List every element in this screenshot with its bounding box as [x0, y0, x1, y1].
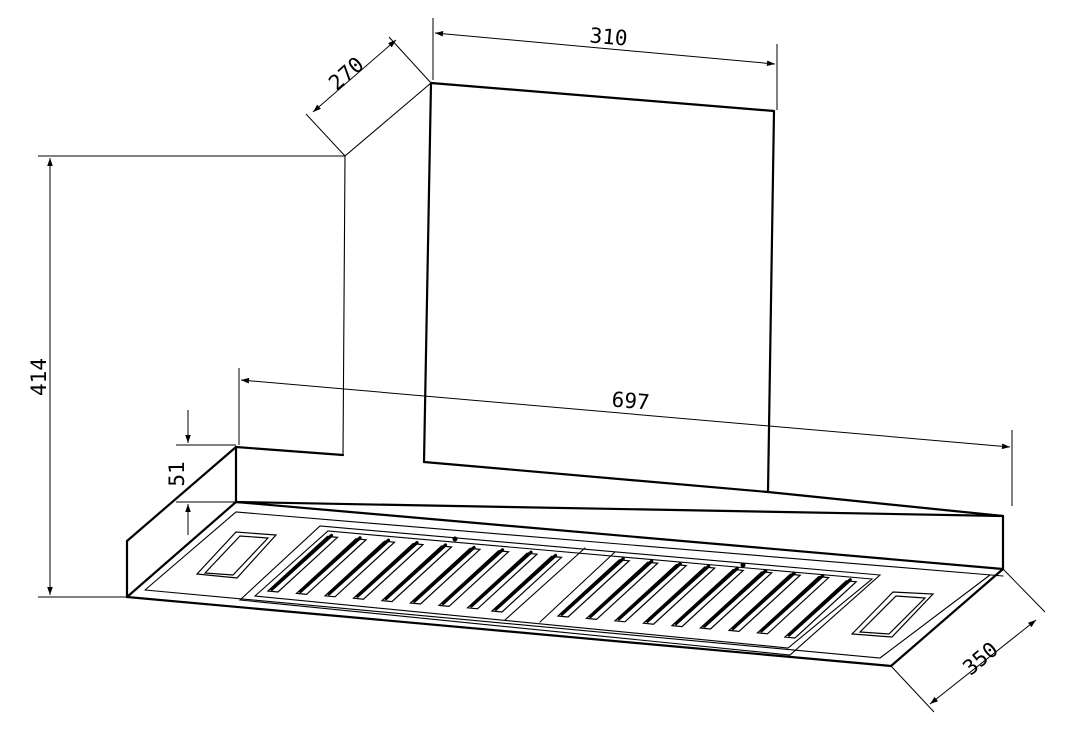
filter-slot-groove — [355, 541, 419, 598]
filter-slot — [699, 571, 774, 630]
chimney-front-panel — [422, 81, 776, 494]
light-left-inner — [203, 535, 270, 576]
extension-line — [305, 113, 346, 157]
filter-slot — [380, 545, 453, 603]
dimension-label-350: 350 — [958, 637, 1002, 680]
filter-slot-groove — [702, 569, 768, 628]
dimension-arrow — [434, 30, 776, 67]
canopy-front-face — [234, 445, 1005, 570]
dimension-label-270: 270 — [324, 52, 368, 95]
canopy-top-edge — [234, 445, 1005, 518]
filter-slot — [756, 576, 831, 635]
canopy-bottom-inner — [144, 511, 1004, 659]
filter-slot — [613, 564, 688, 623]
dimension-hood-width: 697 — [238, 368, 1013, 506]
filter-slot — [352, 542, 425, 600]
filter-slot — [783, 580, 858, 639]
dimension-label-51: 51 — [165, 461, 189, 486]
filter-slot-groove — [270, 533, 334, 591]
filter-slot — [466, 552, 539, 610]
dimension-label-414: 414 — [27, 358, 51, 396]
dimension-arrow — [312, 39, 397, 113]
filter-slot-groove — [412, 545, 476, 603]
filter-slot-groove — [787, 578, 852, 637]
filter-slot-groove — [759, 574, 825, 633]
canopy-front-bottom — [234, 500, 1005, 571]
filter-slot — [266, 535, 339, 593]
light-right — [850, 591, 935, 638]
filter-slot — [323, 540, 396, 598]
dimension-total-height: 414 — [27, 155, 345, 598]
extension-line — [890, 665, 935, 713]
filter-slot — [556, 559, 631, 618]
canopy-side-face — [125, 445, 238, 599]
light-left — [195, 531, 278, 579]
dimension-canopy-height: 51 — [165, 410, 236, 535]
light-right-inner — [858, 595, 927, 635]
filter-slot-groove — [494, 553, 558, 611]
filter-divider — [504, 547, 616, 623]
filter-frame-inner — [253, 530, 874, 649]
filter-slot-groove — [327, 538, 391, 596]
dimension-chimney-width: 310 — [432, 18, 778, 110]
filter-slot-groove — [731, 571, 796, 630]
dimension-chimney-depth: 270 — [305, 36, 432, 157]
chimney — [342, 81, 776, 494]
filter-slot-groove — [588, 559, 654, 618]
filter-slot-groove — [384, 543, 448, 601]
extension-line — [388, 36, 432, 84]
extension-line — [1002, 568, 1046, 613]
filter-slot-groove — [617, 562, 682, 621]
filter-slot-groove — [560, 557, 625, 616]
chimney-side-panel — [342, 82, 432, 456]
filter-slot — [295, 538, 368, 596]
filter-handle-left — [452, 536, 458, 542]
filter-slot — [585, 561, 660, 621]
filter-slot — [670, 568, 745, 628]
filter-slot — [437, 550, 510, 608]
filter-slot-groove — [469, 550, 533, 608]
filter-slots — [266, 533, 858, 639]
dimension-arrow — [240, 377, 1011, 450]
filter-slot — [727, 573, 802, 633]
filter-slot-groove — [298, 536, 362, 593]
dimension-label-697: 697 — [611, 387, 651, 414]
filter-slot-groove — [674, 566, 739, 626]
filter-slot — [409, 547, 482, 605]
filter-slot — [490, 555, 563, 613]
filter-handle-right — [740, 562, 746, 568]
filter-slot-groove — [441, 548, 505, 605]
filter-slot — [642, 566, 717, 625]
dimension-arrow — [929, 619, 1037, 705]
filter-frame — [238, 525, 882, 656]
dimension-label-310: 310 — [589, 23, 629, 50]
dimension-hood-depth: 350 — [890, 568, 1046, 713]
lights — [195, 531, 935, 638]
filter-slot-groove — [645, 564, 711, 623]
filter-panel — [238, 525, 882, 656]
